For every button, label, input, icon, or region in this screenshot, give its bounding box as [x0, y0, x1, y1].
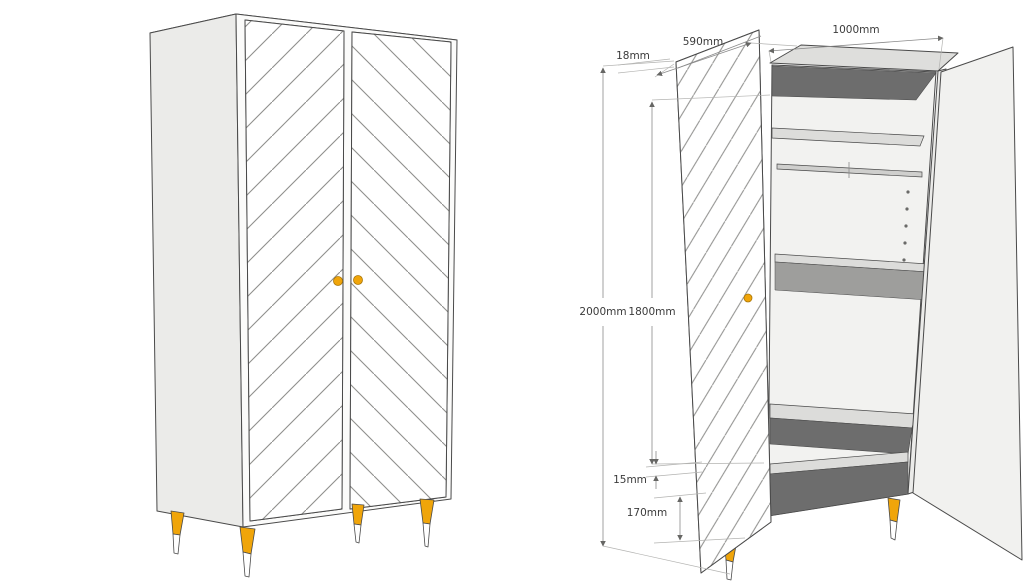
- dim-label-depth: 590mm: [683, 36, 724, 48]
- dim-interior-height: 1800mm: [628, 94, 771, 465]
- dim-overall-height: 2000mm: [579, 60, 731, 575]
- dim-label-door-thickness: 18mm: [616, 50, 650, 62]
- open-right-door: [912, 46, 1023, 561]
- dimension-annotations: 1000mm 590mm 18mm 2000mm: [579, 24, 944, 575]
- door-knob-right: [353, 275, 363, 285]
- dim-label-overall-height: 2000mm: [579, 306, 626, 318]
- hanging-rail: [776, 163, 923, 178]
- top-panel-underside: [771, 65, 937, 101]
- open-door-knob: [743, 293, 753, 303]
- dim-depth: 590mm: [654, 36, 798, 78]
- wardrobe-leg: [419, 498, 435, 548]
- wardrobe-leg: [239, 526, 256, 578]
- dim-base-thickness: 15mm: [613, 451, 703, 489]
- top-shelf: [771, 127, 925, 147]
- wardrobe-leg: [170, 510, 185, 555]
- chevron-pattern-right: [349, 31, 452, 510]
- closed-wardrobe-view: [149, 13, 458, 578]
- dim-label-base-thickness: 15mm: [613, 474, 647, 486]
- wardrobe-leg: [887, 497, 901, 541]
- closed-left-door: [244, 19, 345, 522]
- chevron-pattern-left: [244, 19, 345, 522]
- closed-side-panel: [149, 13, 244, 528]
- chevron-pattern-open-door: [675, 29, 772, 574]
- closed-wardrobe-legs: [170, 498, 435, 578]
- closed-right-door: [349, 31, 452, 510]
- dim-leg-height: 170mm: [627, 492, 746, 544]
- dim-width: 1000mm: [768, 24, 944, 70]
- shelf-pin-holes: [902, 190, 910, 262]
- open-wardrobe-view: [675, 29, 1023, 581]
- door-knob-left: [333, 276, 343, 286]
- open-left-door: [675, 29, 772, 574]
- dim-label-interior-height: 1800mm: [628, 306, 675, 318]
- dim-label-width: 1000mm: [832, 24, 879, 36]
- wardrobe-leg: [351, 503, 365, 544]
- dim-label-leg-height: 170mm: [627, 507, 668, 519]
